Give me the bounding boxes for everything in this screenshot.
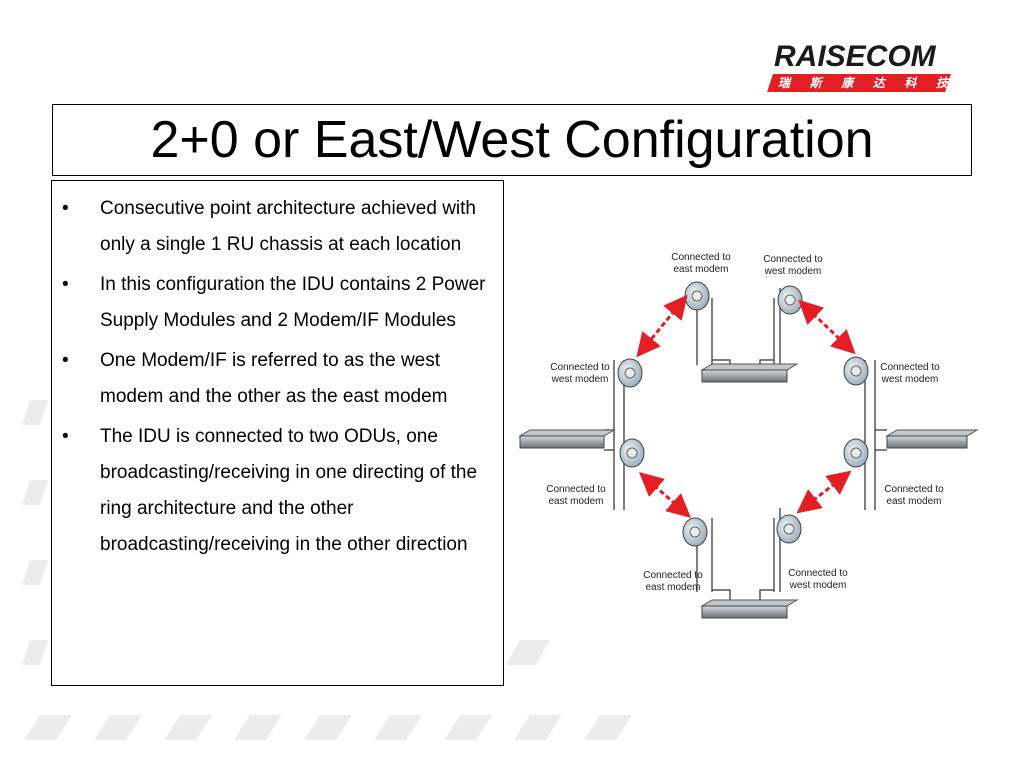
odu-dishes [617, 281, 869, 547]
dish-left-lower-icon [619, 438, 645, 468]
bullet-item: •In this configuration the IDU contains … [62, 274, 486, 331]
title-box: 2+0 or East/West Configuration [52, 104, 972, 176]
bullet-list: •Consecutive point architecture achieved… [52, 181, 503, 563]
idu-left-icon [518, 429, 616, 449]
dish-bottom-left-icon [682, 517, 708, 547]
idu-bottom-icon [700, 599, 799, 619]
dish-right-lower-icon [843, 438, 869, 468]
dish-top-right-icon [777, 285, 803, 315]
idu-right-icon [885, 429, 979, 449]
link-arrow-top-right [798, 299, 856, 355]
link-arrow-bottom-right [796, 470, 852, 514]
dish-left-upper-icon [617, 358, 643, 388]
bullet-item: •Consecutive point architecture achieved… [62, 198, 476, 255]
idu-top-icon [700, 363, 799, 383]
company-logo: RAISECOM 瑞 斯 康 达 科 技 [764, 40, 954, 96]
bullet-panel: •Consecutive point architecture achieved… [51, 180, 504, 686]
idu-chassis-units [518, 363, 979, 619]
slide-title: 2+0 or East/West Configuration [150, 111, 874, 169]
link-arrow-bottom-left [639, 472, 691, 518]
logo-chinese-text: 瑞 斯 康 达 科 技 [778, 76, 948, 90]
logo-wordmark: RAISECOM [774, 40, 936, 73]
dish-top-left-icon [684, 281, 710, 311]
link-arrow-top-left [636, 294, 688, 358]
radio-links [636, 294, 856, 518]
bullet-item: •The IDU is connected to two ODUs, one b… [62, 426, 478, 555]
dish-bottom-right-icon [776, 514, 802, 544]
bullet-item: •One Modem/IF is referred to as the west… [62, 350, 448, 407]
dish-right-upper-icon [843, 356, 869, 386]
